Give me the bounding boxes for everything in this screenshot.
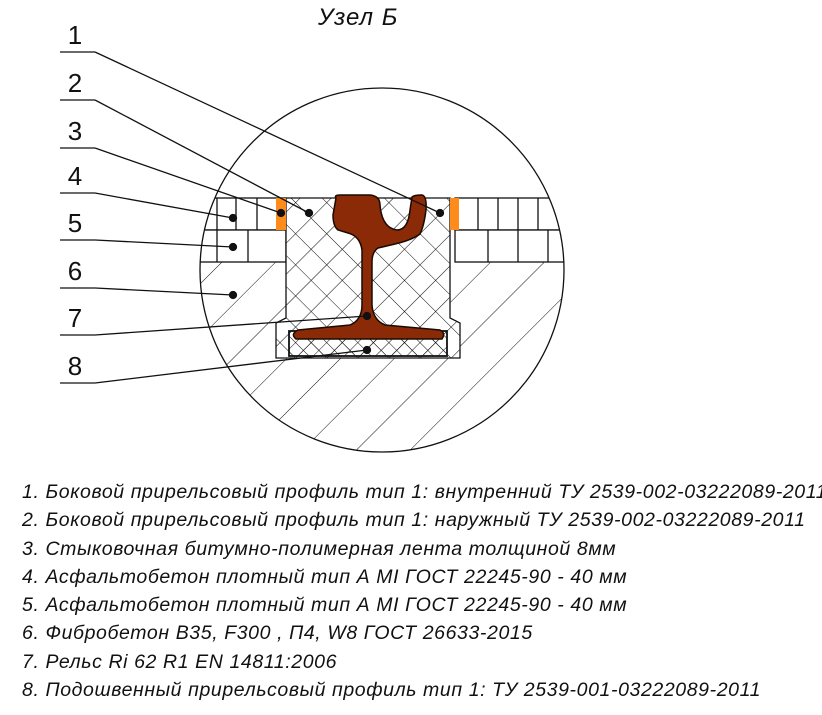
callout-6: 6 — [67, 256, 83, 286]
asphalt-layers — [200, 197, 564, 263]
detail-circle — [199, 87, 565, 453]
callout-8: 8 — [67, 351, 83, 381]
node-b-section-drawing — [60, 51, 565, 453]
rail-ri62 — [292, 194, 445, 340]
bitumen-tape-right — [450, 198, 459, 230]
legend-item-2: 2. Боковой прирельсовый профиль тип 1: н… — [22, 509, 806, 532]
drawing-title: Узел Б — [318, 4, 399, 31]
callout-4: 4 — [67, 161, 83, 191]
callout-3: 3 — [67, 116, 83, 146]
callout-7: 7 — [67, 303, 83, 333]
legend-item-6: 6. Фибробетон В35, F300 , П4, W8 ГОСТ 26… — [22, 622, 533, 645]
legend-item-3: 3. Стыковочная битумно-полимерная лента … — [22, 537, 617, 560]
legend-item-4: 4. Асфальтобетон плотный тип А МI ГОСТ 2… — [22, 565, 628, 588]
callout-5: 5 — [67, 208, 83, 238]
legend-item-1: 1. Боковой прирельсовый профиль тип 1: в… — [22, 481, 822, 503]
callout-2: 2 — [67, 68, 83, 98]
legend-item-8: 8. Подошвенный прирельсовый профиль тип … — [22, 679, 762, 702]
leader-lines — [60, 51, 445, 384]
legend: 1. Боковой прирельсовый профиль тип 1: в… — [22, 478, 822, 704]
callout-1: 1 — [67, 20, 83, 50]
legend-item-7: 7. Рельс Ri 62 R1 EN 14811:2006 — [22, 650, 338, 673]
legend-item-5: 5. Асфальтобетон плотный тип А МI ГОСТ 2… — [22, 594, 628, 617]
